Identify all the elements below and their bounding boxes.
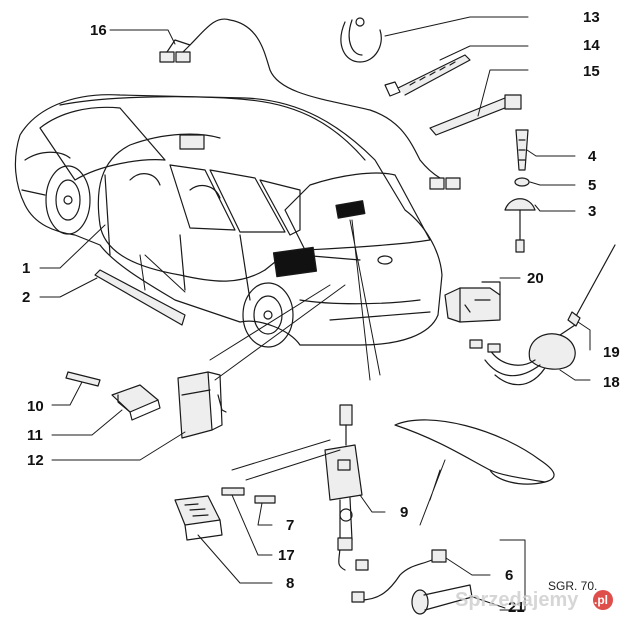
part-15-cable-tie [429, 94, 522, 136]
part-19-whip-antenna [567, 244, 616, 327]
rear-module-dark [272, 246, 318, 278]
part-11-connector [111, 384, 161, 421]
reference-code: SGR. 70. [548, 579, 597, 593]
part-18-antenna-base-cables [469, 324, 576, 386]
part-14-clip [384, 54, 471, 97]
part-2-cable-channel [94, 269, 186, 326]
callout-6: 6 [505, 567, 513, 584]
callout-3: 3 [588, 203, 596, 220]
roof-module-dark [335, 200, 366, 219]
callout-8: 8 [286, 575, 294, 592]
callout-1: 1 [22, 260, 30, 277]
part-5-nut [514, 177, 530, 187]
callout-14: 14 [583, 37, 600, 54]
callout-15: 15 [583, 63, 600, 80]
callout-17: 17 [278, 547, 295, 564]
part-17-clip [221, 487, 245, 496]
callout-5: 5 [588, 177, 596, 194]
main-harness-cable [97, 133, 266, 282]
part-6-wire-connector [351, 549, 447, 603]
part-12-control-module [177, 371, 227, 439]
callout-20: 20 [527, 270, 544, 287]
callout-7: 7 [286, 517, 294, 534]
svg-text:.pl: .pl [594, 593, 608, 607]
part-21-bolt [411, 584, 473, 615]
part-4-antenna-mast [515, 129, 529, 171]
callout-11: 11 [27, 427, 43, 444]
callout-13: 13 [583, 9, 600, 26]
part-7-clip [254, 495, 276, 504]
part-13-cable-strap [340, 17, 382, 63]
callout-16: 16 [90, 22, 107, 39]
callout-2: 2 [22, 289, 30, 306]
callout-18: 18 [603, 374, 620, 391]
callout-4: 4 [588, 148, 597, 165]
rear-spoiler [394, 419, 555, 485]
part-9-amplifier-module [324, 404, 369, 571]
callout-12: 12 [27, 452, 44, 469]
car-illustration [14, 94, 443, 348]
part-8-terminal-block [174, 495, 223, 541]
watermark-logo: Sprzedajemy .pl [455, 589, 613, 611]
callout-10: 10 [27, 398, 44, 415]
part-20-bracket [444, 281, 501, 323]
callout-21: 21 [508, 599, 525, 616]
leader-lines [39, 16, 591, 611]
callout-19: 19 [603, 344, 620, 361]
part-3-antenna-base [504, 198, 536, 253]
svg-text:Sprzedajemy: Sprzedajemy [455, 589, 579, 611]
part-16-antenna-cable [159, 18, 461, 190]
callout-9: 9 [400, 504, 408, 521]
roof-connector [179, 134, 205, 150]
part-10-clip [65, 371, 101, 387]
